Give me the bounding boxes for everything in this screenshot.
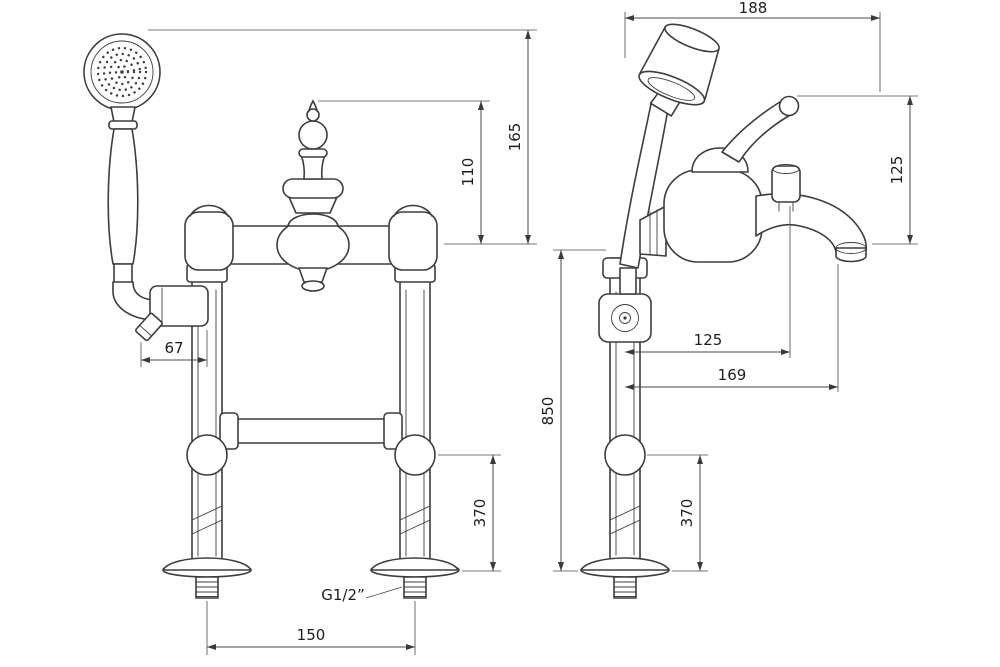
hose-nipple [135, 312, 163, 342]
dim-label-125-right: 125 [888, 156, 906, 185]
bell-dome-right [393, 204, 433, 217]
spout-side [755, 192, 867, 253]
thread-stud-left [195, 576, 219, 599]
cross-bar-socket-left [219, 412, 239, 450]
front-view [83, 33, 460, 599]
handle-neck [300, 154, 326, 180]
shower-handle [107, 128, 139, 265]
bonnet-dome [287, 213, 339, 227]
cross-bar-socket-right [383, 412, 403, 450]
dim-label-850: 850 [539, 397, 557, 426]
diverter-knob [771, 164, 801, 212]
finial-knob [306, 108, 320, 122]
shower-head-side [638, 23, 720, 117]
dim-label-110: 110 [459, 158, 477, 187]
floor-flange-right [370, 557, 460, 599]
dim-label-125-mid: 125 [694, 331, 723, 349]
side-view-dimensions: 188 125 850 125 169 370 [539, 0, 918, 572]
cross-bar [221, 418, 401, 444]
finial-ball [298, 120, 328, 150]
finial-tip [308, 99, 318, 112]
dim-label-67: 67 [164, 339, 183, 357]
aerator-rim [835, 242, 867, 254]
shower-handle-stem [113, 263, 133, 285]
shower-holder-bracket [598, 293, 652, 343]
aerator [835, 247, 867, 263]
dim-label-150: 150 [297, 626, 326, 644]
dim-label-370-front: 370 [471, 499, 489, 528]
hand-shower-front [83, 33, 161, 321]
side-pipe-reflection-marks [609, 505, 641, 535]
ball-joint-side [604, 434, 646, 476]
thread-leader-line [365, 586, 403, 599]
leg-reflection-marks [191, 505, 431, 535]
shower-handle-end [619, 267, 637, 295]
side-view [580, 23, 867, 599]
body-bell-right [388, 211, 438, 271]
floor-flange-left [162, 557, 252, 599]
right-leg-pipe [399, 259, 431, 567]
thread-size-label: G1/2” [321, 586, 365, 604]
bell-dome-left [189, 204, 229, 217]
cross-handle [282, 178, 344, 199]
lever-knob [778, 95, 800, 117]
ball-joint-left [186, 434, 228, 476]
dim-label-188: 188 [739, 0, 768, 17]
thread-stud-right [403, 576, 427, 599]
handle-flare [288, 196, 338, 214]
shower-neck-collar [108, 120, 138, 130]
spout-end-front [298, 267, 328, 292]
shower-neck [110, 106, 136, 123]
shower-cradle [149, 285, 209, 327]
ball-joint-right [394, 434, 436, 476]
floor-flange-side [580, 557, 670, 599]
neck-collar [298, 148, 328, 158]
mixer-body-side [663, 169, 763, 263]
front-view-dimensions: 110 165 370 67 150 G1/2” [140, 29, 537, 655]
dim-label-370-side: 370 [678, 499, 696, 528]
shower-face-dots [96, 46, 148, 98]
thread-stud-side [613, 576, 637, 599]
dim-label-169: 169 [718, 366, 747, 384]
dim-label-165: 165 [506, 123, 524, 152]
body-bell-left [184, 211, 234, 271]
